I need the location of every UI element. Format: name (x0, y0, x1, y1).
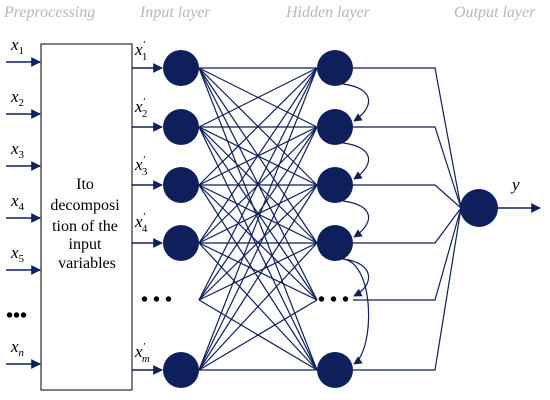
transformed-input-label: x'4 (134, 211, 148, 235)
input-node (163, 225, 199, 261)
hidden-output-connection (353, 207, 462, 244)
hidden-output-connection (353, 184, 462, 209)
hidden-output-connection (353, 207, 462, 371)
input-label: xn (10, 337, 25, 359)
hidden-node (317, 225, 353, 261)
input-ellipsis: ••• (6, 305, 27, 327)
box-line: variables (58, 255, 116, 272)
recurrent-arrow (342, 200, 370, 238)
recurrent-arrow (342, 258, 370, 365)
input-hidden-connection (198, 126, 318, 371)
hidden-output-connection (353, 126, 462, 209)
nodes (163, 50, 498, 388)
transformed-input-labels: x'1 x'2 x'3 x'4 x'm (134, 39, 150, 365)
input-hidden-connection (198, 242, 318, 301)
transformed-input-label: x'2 (134, 96, 147, 120)
hidden-layer-ellipsis: • • • (318, 289, 349, 311)
input-hidden-connection (198, 184, 318, 371)
input-label: x5 (10, 243, 25, 265)
box-line: decomposi (50, 197, 120, 214)
recurrent-arrow (342, 142, 370, 180)
header-hidden-layer: Hidden layer (285, 4, 371, 21)
hidden-node (317, 109, 353, 145)
input-hidden-connection (198, 299, 318, 371)
input-hidden-connection (198, 67, 318, 371)
input-node (163, 109, 199, 145)
hidden-output-connection (353, 67, 462, 209)
input-label: x3 (10, 139, 25, 161)
preprocessing-box-text: Ito decomposi tion of the input variable… (50, 176, 123, 272)
input-label: x4 (10, 191, 25, 213)
input-hidden-connection (198, 67, 318, 128)
recurrent-arrow (342, 83, 370, 122)
input-hidden-connection (198, 67, 318, 244)
input-hidden-connection (198, 242, 318, 371)
header-output-layer: Output layer (454, 4, 536, 21)
output-label: y (510, 175, 520, 194)
connections (198, 67, 541, 371)
box-line: Ito (76, 176, 94, 193)
input-label: x1 (10, 35, 24, 57)
input-labels: x1 x2 x3 x4 x5 xn (10, 35, 25, 359)
header-input-layer: Input layer (139, 4, 211, 21)
hidden-output-connection (353, 207, 462, 301)
input-node (163, 352, 199, 388)
box-line: input (69, 236, 102, 253)
transformed-input-label: x'1 (134, 39, 147, 63)
input-node (163, 50, 199, 86)
input-layer-ellipsis: • • • (141, 289, 172, 311)
input-hidden-connection (198, 67, 318, 186)
hidden-node (317, 50, 353, 86)
transformed-input-label: x'3 (134, 154, 148, 178)
header-preprocessing: Preprocessing (3, 4, 95, 21)
hidden-node (317, 352, 353, 388)
preprocessing-box (40, 43, 133, 391)
input-node (163, 167, 199, 203)
box-line: tion of the (52, 218, 118, 235)
input-label: x2 (10, 87, 24, 109)
input-hidden-connection (198, 184, 318, 301)
output-node (460, 189, 498, 227)
input-arrows (6, 57, 163, 375)
recurrent-arrow (342, 258, 370, 297)
input-hidden-connection (198, 67, 318, 301)
input-hidden-connection (198, 126, 318, 301)
transformed-input-label: x'm (134, 341, 150, 365)
hidden-node (317, 167, 353, 203)
